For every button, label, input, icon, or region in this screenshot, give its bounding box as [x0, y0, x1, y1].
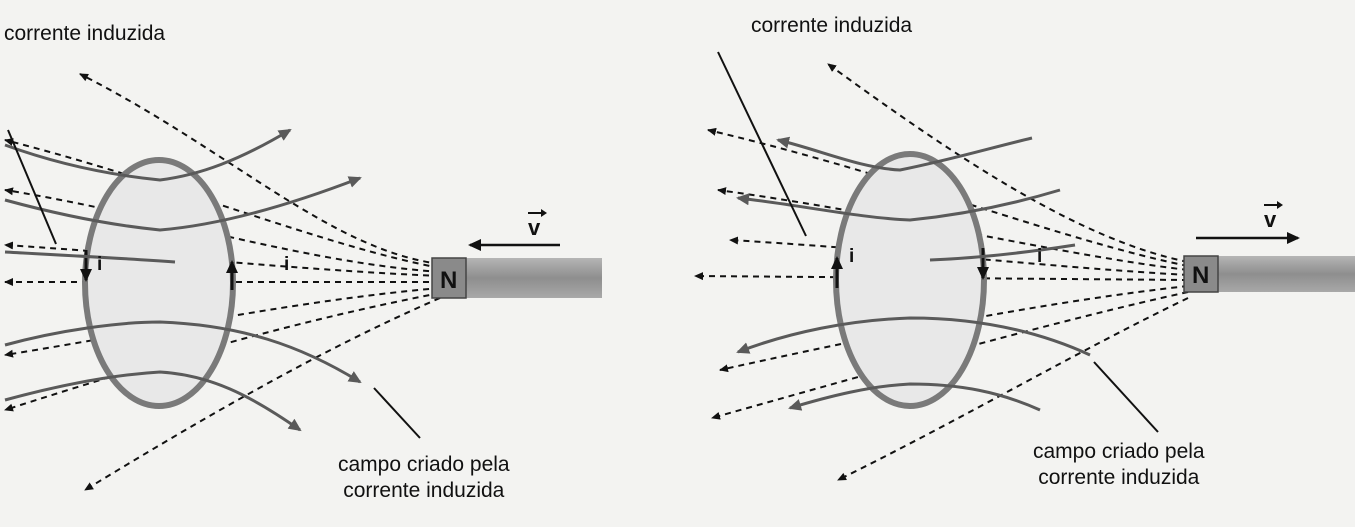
right-pointer-line-bottom	[1093, 361, 1159, 433]
right-conducting-loop	[833, 151, 987, 409]
right-label-induced-field: campo criado pela corrente induzida	[1033, 439, 1205, 491]
left-conducting-loop	[82, 157, 236, 409]
left-magnet-pole-label: N	[440, 267, 458, 294]
left-current-symbol-1: i	[97, 254, 103, 275]
right-current-symbol-1: i	[849, 246, 855, 267]
left-pointer-line-top	[7, 129, 57, 245]
left-magnet-pole-face	[431, 257, 467, 299]
left-induced-field-lines	[4, 128, 362, 432]
left-velocity-label: v	[528, 209, 547, 241]
right-induced-field-lines	[736, 136, 1091, 412]
left-label-induced-field-line2: corrente induzida	[343, 479, 505, 502]
left-panel	[4, 73, 602, 491]
right-current-symbol-2: i	[1037, 246, 1043, 267]
right-pointer-line-top	[717, 51, 807, 237]
left-label-induced-field: campo criado pela corrente induzida	[338, 452, 510, 504]
left-label-induced-current: corrente induzida	[4, 22, 166, 45]
right-label-induced-field-line2: corrente induzida	[1038, 466, 1200, 489]
right-velocity-letter: v	[1264, 207, 1277, 232]
left-current-symbol-2: i	[284, 254, 290, 275]
right-velocity-label: v	[1264, 201, 1283, 233]
left-velocity-letter: v	[528, 215, 541, 240]
left-label-induced-field-line1: campo criado pela	[338, 453, 510, 476]
left-pointer-line-bottom	[373, 387, 421, 439]
right-label-induced-current: corrente induzida	[751, 14, 913, 37]
right-magnet-pole-face	[1183, 255, 1219, 293]
right-label-induced-field-line1: campo criado pela	[1033, 440, 1205, 463]
right-panel	[694, 51, 1355, 481]
right-magnet-pole-label: N	[1192, 262, 1210, 289]
